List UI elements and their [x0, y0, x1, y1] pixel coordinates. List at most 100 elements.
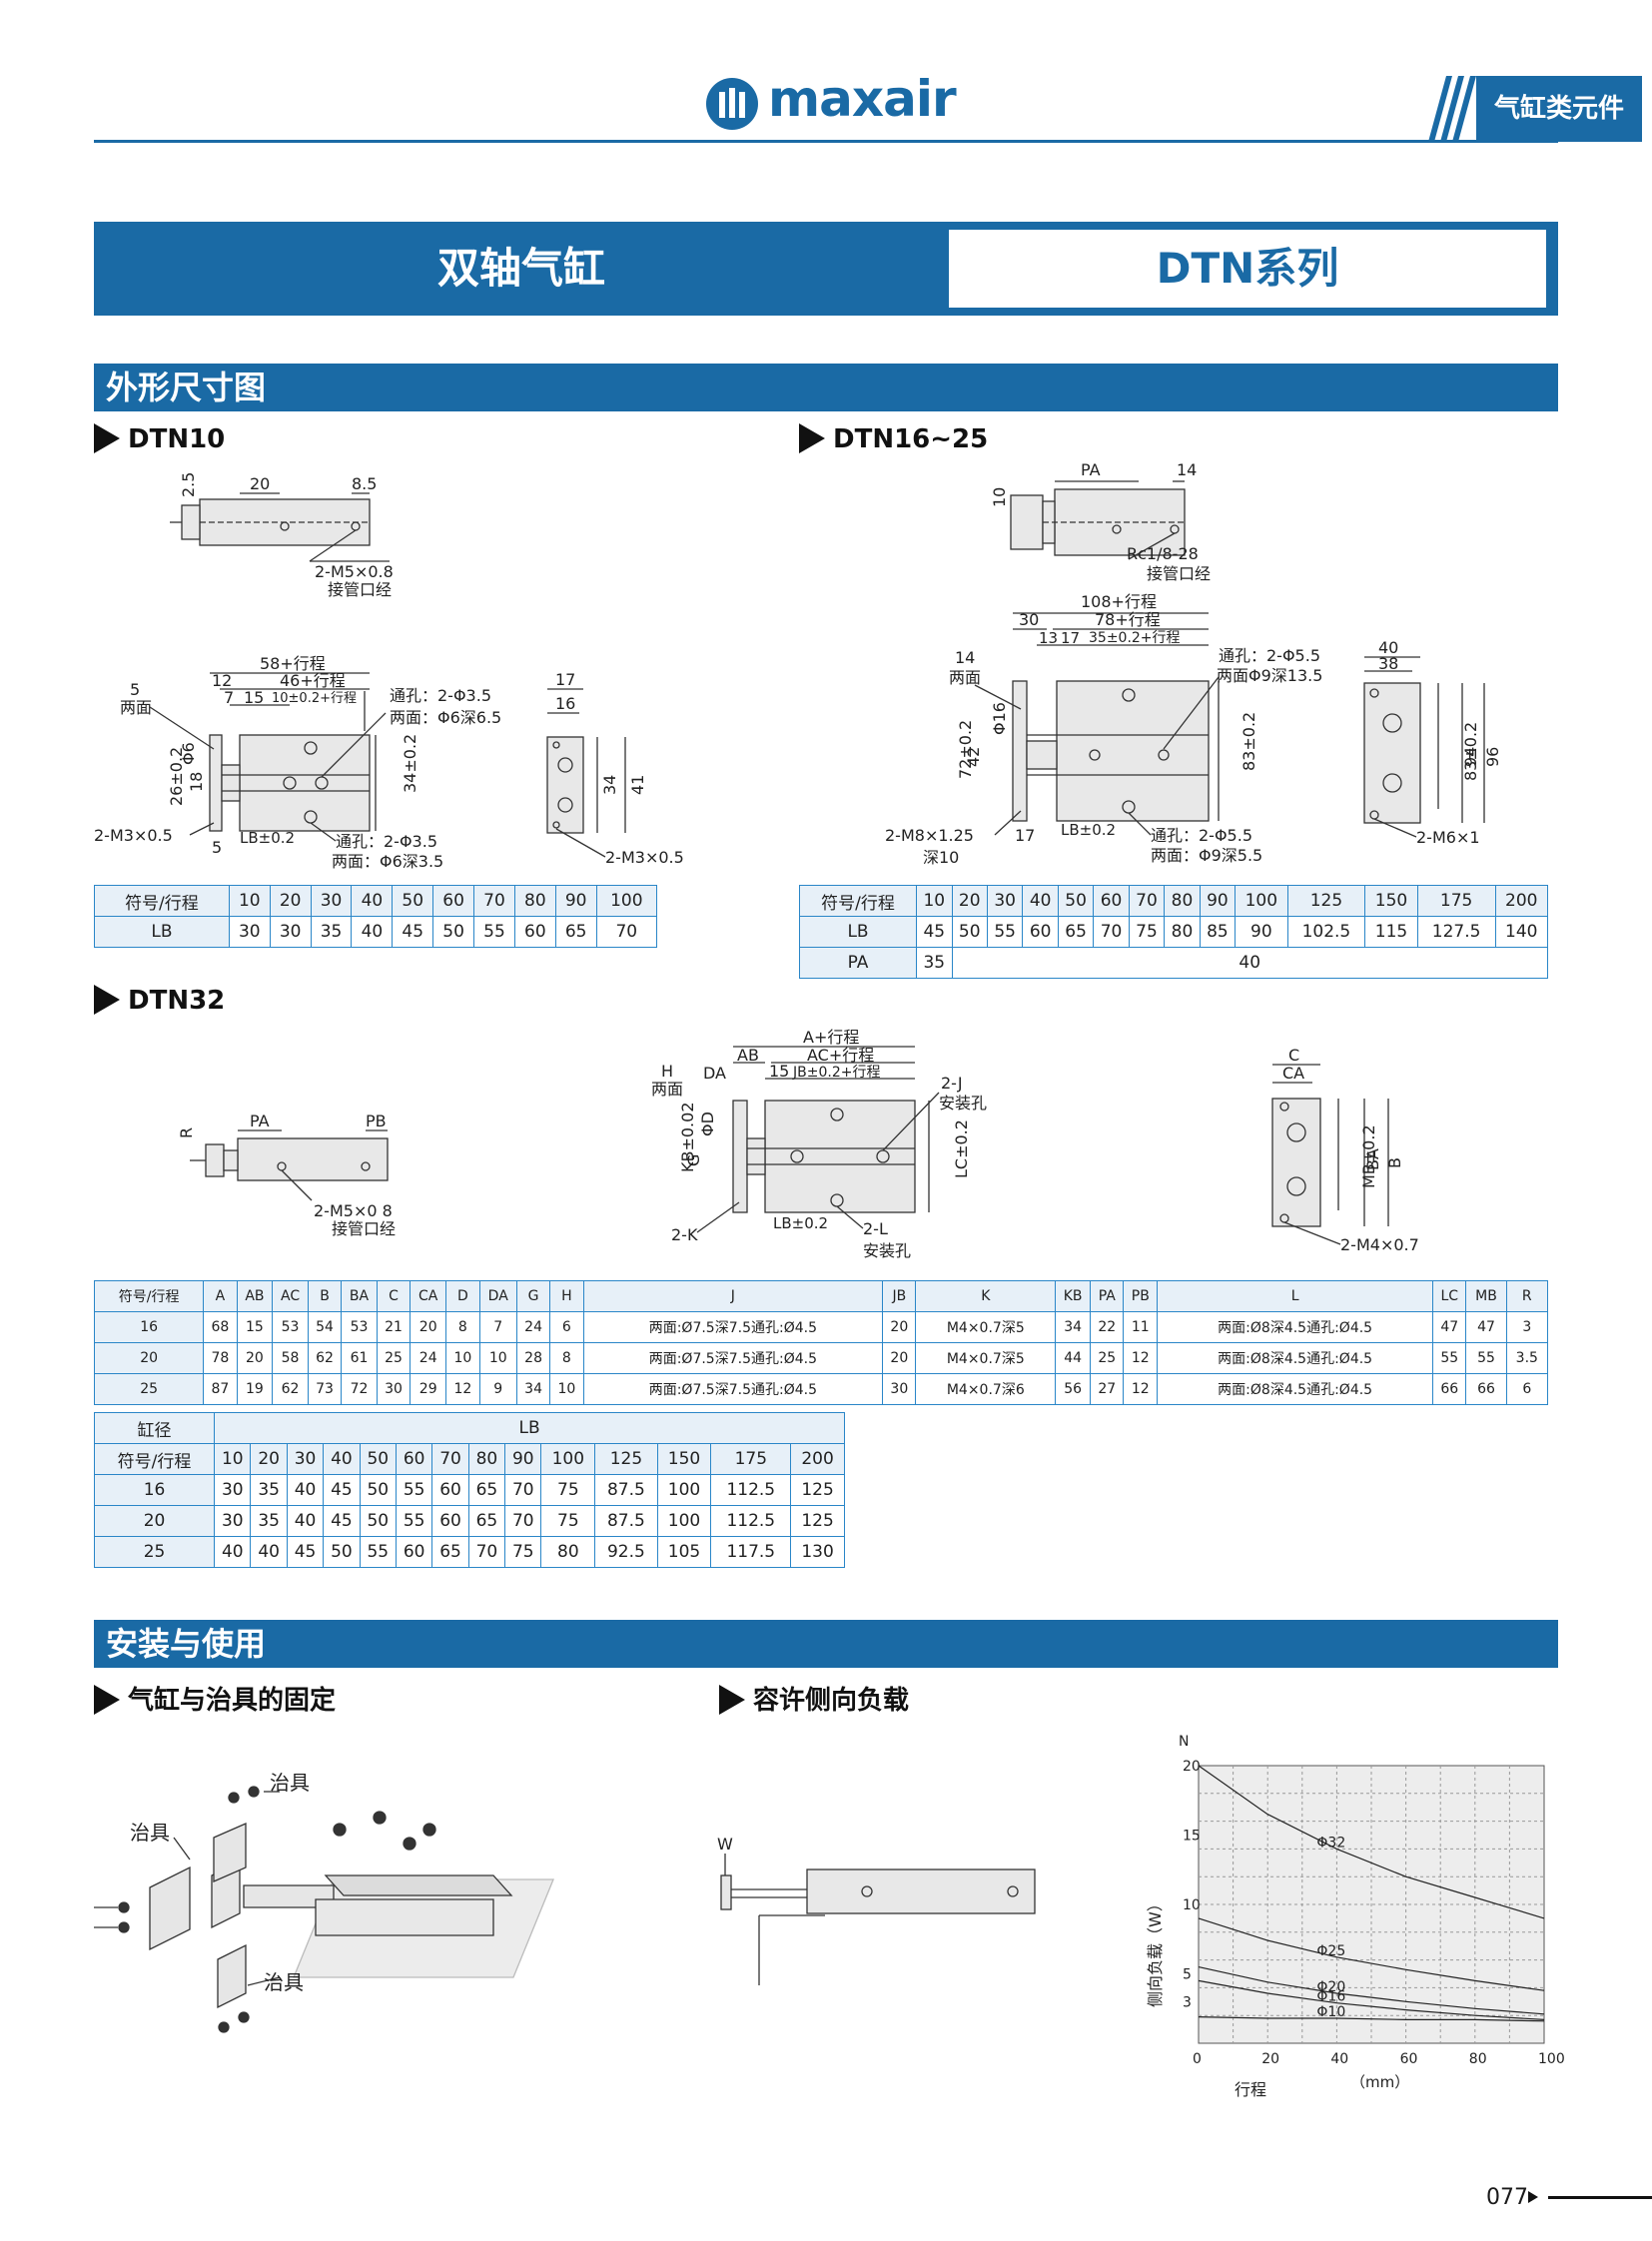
table-cell: 55: [1432, 1342, 1467, 1374]
dtn32-ca: CA: [1282, 1064, 1304, 1083]
table-cell: 16: [93, 1474, 216, 1506]
table-cell: 53: [341, 1311, 378, 1343]
table-cell: 87.5: [594, 1505, 658, 1537]
x-tick-label: 0: [1193, 2051, 1202, 2067]
table-cell: 60: [431, 1474, 469, 1506]
dtn16-l17b: 17: [1015, 826, 1035, 845]
table-cell: 200: [1494, 885, 1548, 917]
dtn16-l42: 42: [964, 747, 983, 767]
table-cell: M4×0.7深5: [915, 1342, 1057, 1374]
subtitle-load: 容许侧向负载: [719, 1680, 909, 1717]
dtn10-l10: 10±0.2+行程: [272, 691, 357, 706]
table-cell: 20: [410, 1311, 447, 1343]
dtn16-t2b: 两面：Φ9深5.5: [1151, 846, 1262, 865]
dtn32-ba: BA: [1363, 1148, 1382, 1170]
table-cell: 80: [467, 1443, 506, 1475]
table-cell: 115: [1364, 916, 1418, 948]
dtn16-d14: 14: [1177, 460, 1197, 479]
series-label: Φ16: [1316, 1989, 1345, 2005]
table-cell: 100: [540, 1443, 596, 1475]
subtitle-dtn16: DTN16~25: [799, 423, 988, 454]
table-cell: 30: [214, 1474, 252, 1506]
table-cell: 30: [986, 885, 1024, 917]
table-cell: 47: [1432, 1311, 1467, 1343]
table-cell: 130: [790, 1536, 845, 1568]
table-cell: AB: [236, 1280, 274, 1312]
table-cell: 7: [478, 1311, 517, 1343]
table-cell: 12: [1123, 1373, 1159, 1405]
dtn32-ac: AC+行程: [807, 1046, 874, 1065]
dtn10-d20: 20: [250, 474, 270, 493]
table-cell: 两面:Ø7.5深7.5通孔:Ø4.5: [582, 1373, 884, 1405]
table-cell: 44: [1055, 1342, 1092, 1374]
table-cell: J: [582, 1280, 884, 1312]
table-cell: 30: [882, 1373, 917, 1405]
table-cell: 62: [272, 1373, 309, 1405]
table-cell: 30: [286, 1443, 325, 1475]
subtitle-fixture-text: 气缸与治具的固定: [128, 1686, 337, 1716]
dtn32-pb: PB: [366, 1112, 387, 1130]
table-cell: 20: [93, 1505, 216, 1537]
table-cell: 45: [323, 1505, 361, 1537]
table-cell: 10: [916, 885, 953, 917]
jig-label-2: 治具: [130, 1821, 170, 1845]
dtn10-l5b: 5: [212, 838, 222, 857]
table-cell: 50: [392, 885, 434, 917]
dtn10-l15: 15: [244, 688, 264, 707]
dtn16-rc: Rc1/8-28: [1127, 544, 1199, 563]
dtn32-jcn: 安装孔: [939, 1094, 987, 1113]
series-label: Φ20: [1316, 1979, 1345, 1995]
y-tick-label: 5: [1183, 1967, 1192, 1983]
table-cell: 两面:Ø8深4.5通孔:Ø4.5: [1157, 1373, 1434, 1405]
dtn16-s83: 83±0.2: [1461, 722, 1480, 781]
table-cell: 40: [286, 1474, 325, 1506]
table-cell: DA: [478, 1280, 517, 1312]
dtn32-b: B: [1385, 1157, 1404, 1168]
table-cell: 125: [1286, 885, 1366, 917]
table-cell: 55: [986, 916, 1024, 948]
table-cell: 45: [286, 1536, 325, 1568]
dtn10-lb: LB±0.2: [240, 829, 295, 847]
x-tick-label: 100: [1538, 2051, 1565, 2067]
dtn32-jb: JB±0.2+行程: [792, 1065, 880, 1081]
dtn32-c: C: [1288, 1046, 1299, 1065]
table-cell: 55: [473, 916, 515, 948]
table-cell: 55: [359, 1536, 397, 1568]
table-cell: 10: [228, 885, 271, 917]
dtn16-l83: 83±0.2: [1239, 712, 1258, 771]
table-cell: B: [307, 1280, 343, 1312]
table-cell: AC: [272, 1280, 309, 1312]
table-cell: 80: [1164, 916, 1201, 948]
table-cell: 35: [250, 1474, 288, 1506]
header-rule: [94, 140, 1558, 143]
table-cell: 60: [513, 916, 556, 948]
table-cell: 70: [504, 1505, 542, 1537]
table-cell: 100: [1235, 885, 1288, 917]
x-tick-label: 20: [1261, 2051, 1279, 2067]
table-cell: 符号/行程: [94, 885, 230, 917]
table-cell: 35: [916, 947, 953, 979]
table-cell: 70: [467, 1536, 506, 1568]
table-cell: 20: [882, 1342, 917, 1374]
table-cell: 40: [1022, 885, 1059, 917]
table-cell: 30: [269, 916, 312, 948]
triangle-icon: [719, 1685, 745, 1715]
table-cell: 125: [790, 1505, 845, 1537]
dtn10-l5: 5: [130, 680, 140, 699]
table-cell: 112.5: [710, 1505, 792, 1537]
table-cell: 27: [1090, 1373, 1125, 1405]
table-cell: 12: [1123, 1342, 1159, 1374]
table-cell: 55: [1465, 1342, 1507, 1374]
dtn32-l15: 15: [769, 1062, 789, 1081]
dtn16-deep10: 深10: [923, 848, 959, 867]
triangle-icon: [94, 423, 120, 453]
table-cell: 60: [1093, 885, 1130, 917]
page-number: 077: [1486, 2185, 1528, 2210]
y-tick-label: 3: [1183, 1994, 1192, 2010]
table-cell: LB: [94, 916, 230, 948]
table-cell: 21: [376, 1311, 412, 1343]
table-cell: 20: [93, 1342, 205, 1374]
